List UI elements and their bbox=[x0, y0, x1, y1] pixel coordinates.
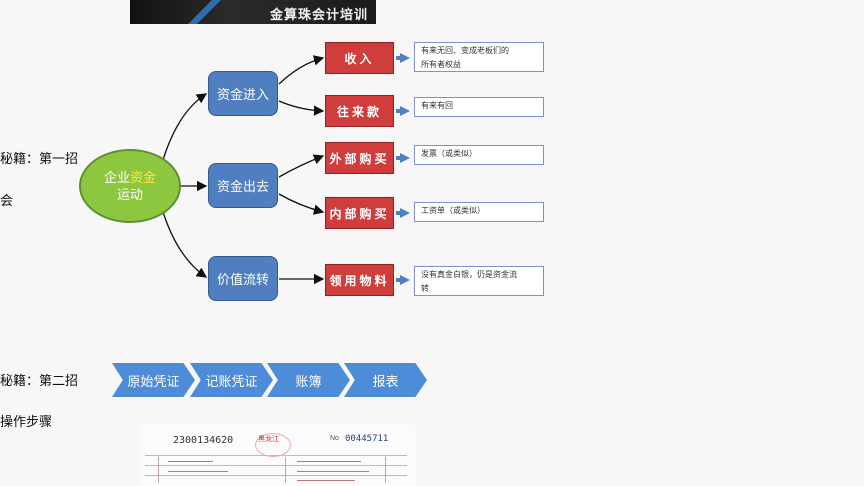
invoice-preview: 2300134620 黑龙江 No 00445711 bbox=[140, 425, 415, 486]
left-heading-second-tip: 秘籍：第二招 bbox=[0, 374, 79, 389]
center-fund-movement-node: 企业资金 运动 bbox=[79, 149, 181, 223]
accounting-process-flow: 原始凭证 记账凭证 账簿 报表 bbox=[112, 363, 432, 397]
arrow-current-account-to-note bbox=[396, 106, 410, 116]
node-current-account: 往来款 bbox=[325, 95, 394, 127]
connector-center-to-incoming bbox=[162, 93, 208, 161]
invoice-grid-column bbox=[158, 457, 159, 483]
node-internal-purchase: 内部购买 bbox=[325, 197, 394, 229]
invoice-text-stroke bbox=[168, 471, 228, 472]
center-text-plain: 企业 bbox=[103, 171, 130, 186]
note-income-line-one: 有来无回、变成老板们的 bbox=[421, 46, 509, 55]
note-material-use-line-one: 没有真金白银，仍是资金流 bbox=[421, 270, 517, 279]
invoice-text-stroke bbox=[297, 471, 369, 472]
process-step-ledger: 账簿 bbox=[267, 363, 350, 397]
note-internal-purchase-line-one: 工资单（或类似） bbox=[421, 206, 485, 215]
note-material-use: 没有真金白银，仍是资金流 转 bbox=[414, 266, 544, 296]
center-text-highlight: 资金 bbox=[130, 171, 157, 186]
note-material-use-line-two: 转 bbox=[421, 284, 429, 293]
note-internal-purchase: 工资单（或类似） bbox=[414, 202, 544, 222]
node-value-transfer: 价值流转 bbox=[208, 256, 278, 301]
arrow-external-purchase-to-note bbox=[396, 153, 410, 163]
invoice-grid-line bbox=[145, 465, 407, 466]
invoice-grid-column bbox=[285, 457, 286, 483]
node-funds-incoming: 资金进入 bbox=[208, 71, 278, 116]
training-banner: 金算珠会计培训 bbox=[130, 0, 376, 24]
banner-accent-graphic bbox=[188, 0, 232, 24]
connector-incoming-to-income bbox=[278, 55, 325, 85]
process-step-original-voucher: 原始凭证 bbox=[112, 363, 195, 397]
invoice-text-stroke bbox=[297, 480, 355, 481]
invoice-seal bbox=[255, 433, 291, 457]
invoice-text-stroke bbox=[168, 461, 213, 462]
center-line-one: 企业资金 bbox=[81, 170, 179, 187]
invoice-grid-line bbox=[145, 455, 407, 456]
process-step-report: 报表 bbox=[344, 363, 427, 397]
center-line-two: 运动 bbox=[116, 188, 143, 203]
invoice-title-fragment: 黑龙江 bbox=[258, 435, 279, 443]
left-operation-steps: 操作步骤 bbox=[0, 415, 53, 430]
invoice-number-label: No bbox=[330, 435, 339, 442]
arrow-material-use-to-note bbox=[396, 275, 410, 285]
invoice-number: 00445711 bbox=[345, 434, 389, 444]
connector-incoming-to-receivable bbox=[278, 100, 325, 116]
note-income: 有来无回、变成老板们的 所有者权益 bbox=[414, 42, 544, 72]
arrow-income-to-note bbox=[396, 53, 410, 63]
note-external-purchase-line-one: 发票（或类似） bbox=[421, 149, 477, 158]
note-current-account-line-one: 有来有回 bbox=[421, 101, 453, 110]
invoice-grid-column bbox=[385, 457, 386, 483]
connector-outgoing-to-external-purchase bbox=[278, 154, 325, 178]
arrow-internal-purchase-to-note bbox=[396, 208, 410, 218]
invoice-grid-line bbox=[145, 475, 407, 476]
note-income-line-two: 所有者权益 bbox=[421, 60, 461, 69]
note-current-account: 有来有回 bbox=[414, 97, 544, 117]
left-heading-first-tip: 秘籍：第一招 bbox=[0, 152, 79, 167]
note-external-purchase: 发票（或类似） bbox=[414, 145, 544, 165]
connector-outgoing-to-internal-purchase bbox=[278, 193, 325, 215]
node-external-purchase: 外部购买 bbox=[325, 142, 394, 174]
node-material-use: 领用物料 bbox=[325, 264, 394, 296]
invoice-header: 2300134620 黑龙江 No 00445711 bbox=[140, 425, 415, 457]
node-income: 收入 bbox=[325, 42, 394, 74]
invoice-code: 2300134620 bbox=[173, 435, 234, 446]
invoice-text-stroke bbox=[297, 461, 361, 462]
connector-center-to-value-flow bbox=[162, 211, 208, 278]
banner-title: 金算珠会计培训 bbox=[269, 8, 368, 23]
node-funds-outgoing: 资金出去 bbox=[208, 163, 278, 208]
left-partial-text: 会 bbox=[0, 194, 14, 209]
process-step-accounting-voucher: 记账凭证 bbox=[190, 363, 273, 397]
